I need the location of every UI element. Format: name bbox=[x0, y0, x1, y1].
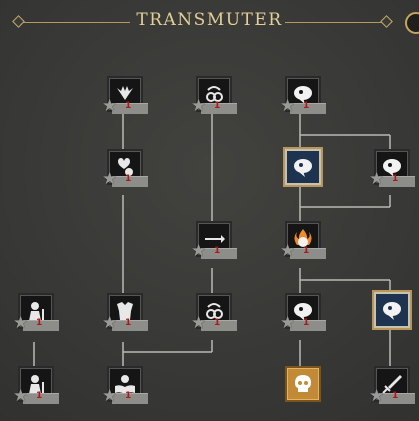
star-icon: ★ bbox=[369, 169, 385, 189]
skill-level: 1 bbox=[36, 318, 43, 328]
star-icon: ★ bbox=[102, 96, 118, 116]
skill-node[interactable]: ★ 1 bbox=[13, 366, 59, 410]
header-rule-left bbox=[20, 22, 130, 23]
star-icon: ★ bbox=[13, 313, 29, 333]
skill-level: 1 bbox=[303, 246, 310, 256]
level-bar bbox=[201, 103, 237, 114]
white-blob-icon bbox=[294, 86, 312, 104]
star-icon: ★ bbox=[13, 386, 29, 406]
star-icon: ★ bbox=[191, 241, 207, 261]
star-icon: ★ bbox=[280, 241, 296, 261]
skill-level: 1 bbox=[392, 174, 399, 184]
skill-slot bbox=[285, 366, 321, 402]
white-blob-icon bbox=[294, 303, 312, 321]
skill-node[interactable]: ★ 1 bbox=[191, 293, 237, 337]
skill-level: 1 bbox=[303, 101, 310, 111]
skill-node[interactable]: ★ 1 bbox=[369, 149, 415, 193]
skill-level: 1 bbox=[125, 174, 132, 184]
ghoul-icon bbox=[29, 375, 44, 394]
star-icon: ★ bbox=[280, 313, 296, 333]
star-icon: ★ bbox=[191, 96, 207, 116]
arrow-icon bbox=[205, 235, 225, 243]
level-bar bbox=[290, 248, 326, 259]
level-bar bbox=[201, 320, 237, 331]
heart-skull-icon bbox=[118, 158, 133, 176]
star-icon: ★ bbox=[191, 313, 207, 333]
page-title: TRANSMUTER bbox=[136, 10, 283, 30]
star-icon: ★ bbox=[102, 169, 118, 189]
header: TRANSMUTER bbox=[0, 0, 419, 44]
level-bar bbox=[112, 320, 148, 331]
white-blob-icon bbox=[294, 159, 312, 177]
white-blob-icon bbox=[383, 159, 401, 177]
skill-node-selected[interactable] bbox=[371, 292, 411, 336]
skill-node[interactable]: ★ 1 bbox=[102, 76, 148, 120]
skill-node[interactable]: ★ 1 bbox=[102, 293, 148, 337]
level-bar bbox=[290, 320, 326, 331]
flame-skull-icon bbox=[294, 229, 312, 247]
star-icon: ★ bbox=[102, 313, 118, 333]
level-bar bbox=[201, 248, 237, 259]
skill-node[interactable]: ★ 1 bbox=[102, 149, 148, 193]
skill-level: 1 bbox=[214, 101, 221, 111]
skill-level: 1 bbox=[214, 246, 221, 256]
swirl-claw-icon bbox=[206, 86, 223, 102]
ghoul-icon bbox=[29, 302, 44, 321]
skill-level: 1 bbox=[36, 391, 43, 401]
skill-level: 1 bbox=[303, 318, 310, 328]
skill-level: 1 bbox=[125, 101, 132, 111]
star-icon: ★ bbox=[280, 96, 296, 116]
skill-node[interactable]: ★ 1 bbox=[13, 293, 59, 337]
swirl-claw-icon bbox=[206, 303, 223, 319]
level-bar bbox=[290, 103, 326, 114]
sword-icon bbox=[382, 375, 402, 394]
skill-node[interactable]: ★ 1 bbox=[191, 76, 237, 120]
level-bar bbox=[112, 393, 148, 404]
level-bar bbox=[379, 176, 415, 187]
skill-level: 1 bbox=[125, 391, 132, 401]
header-rule-right bbox=[285, 22, 385, 23]
skill-level: 1 bbox=[125, 318, 132, 328]
skill-slot bbox=[374, 292, 410, 328]
skill-node-selected[interactable]: 1 bbox=[282, 149, 322, 193]
skill-node-active[interactable] bbox=[282, 366, 322, 410]
skill-node[interactable]: ★ 1 bbox=[102, 366, 148, 410]
star-icon: ★ bbox=[102, 386, 118, 406]
skill-slot bbox=[285, 149, 321, 185]
level-bar bbox=[112, 176, 148, 187]
skill-node[interactable]: ★ 1 bbox=[191, 221, 237, 265]
skull-icon bbox=[295, 375, 311, 392]
level-bar bbox=[379, 393, 415, 404]
level-bar bbox=[112, 103, 148, 114]
white-blob-icon bbox=[383, 302, 401, 320]
bat-wings-icon bbox=[117, 86, 133, 100]
armor-icon bbox=[117, 302, 133, 320]
skill-node[interactable]: ★ 1 bbox=[369, 366, 415, 410]
skill-node[interactable]: ★ 1 bbox=[280, 221, 326, 265]
skill-node[interactable]: ★ 1 bbox=[280, 76, 326, 120]
skill-level: 1 bbox=[214, 318, 221, 328]
level-bar bbox=[23, 393, 59, 404]
star-icon: ★ bbox=[369, 386, 385, 406]
skill-node[interactable]: ★ 1 bbox=[280, 293, 326, 337]
skill-level: 1 bbox=[392, 391, 399, 401]
close-button[interactable] bbox=[405, 12, 419, 34]
level-bar bbox=[23, 320, 59, 331]
open-book-skull-icon bbox=[115, 375, 135, 394]
